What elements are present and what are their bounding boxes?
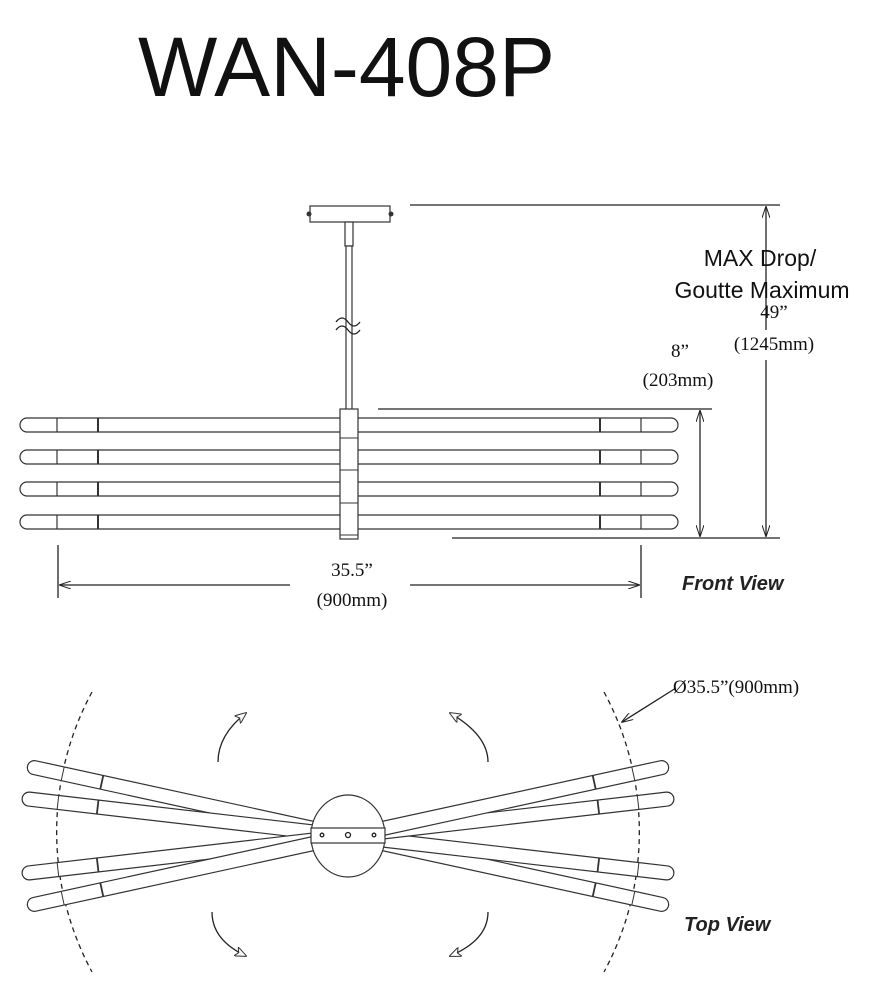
model-title: WAN-408P xyxy=(138,20,555,114)
top-view: Ø35.5”(900mm) Top View xyxy=(21,677,799,973)
front-view-label: Front View xyxy=(682,573,785,595)
break-symbol xyxy=(335,317,361,335)
mounting-bar xyxy=(310,827,386,844)
top-view-label: Top View xyxy=(684,914,772,936)
rotate-arrow-icon xyxy=(450,713,489,763)
diameter-label: Ø35.5”(900mm) xyxy=(673,677,799,698)
canopy xyxy=(309,205,391,223)
center-block xyxy=(339,408,359,540)
rotation-arrows xyxy=(211,713,489,956)
max-drop-mm: (1245mm) xyxy=(734,334,814,355)
width-mm: (900mm) xyxy=(317,590,388,611)
diameter-leader xyxy=(622,687,677,722)
height-mm: (203mm) xyxy=(643,370,714,391)
max-drop-label: MAX Drop/ xyxy=(704,245,817,271)
max-drop-label-fr: Goutte Maximum xyxy=(674,277,849,303)
height-inches: 8” xyxy=(671,341,689,362)
width-inches: 35.5” xyxy=(331,560,373,581)
diameter-arc-left xyxy=(56,691,93,973)
max-drop-inches: 49” xyxy=(760,302,787,323)
rotate-arrow-icon xyxy=(211,911,246,956)
diameter-arc-right xyxy=(603,691,640,973)
front-view: MAX Drop/ Goutte Maximum 49” (1245mm) 8”… xyxy=(19,204,850,611)
rotate-arrow-icon xyxy=(450,911,489,956)
rotate-arrow-icon xyxy=(217,713,246,763)
stem-coupler xyxy=(344,221,354,247)
